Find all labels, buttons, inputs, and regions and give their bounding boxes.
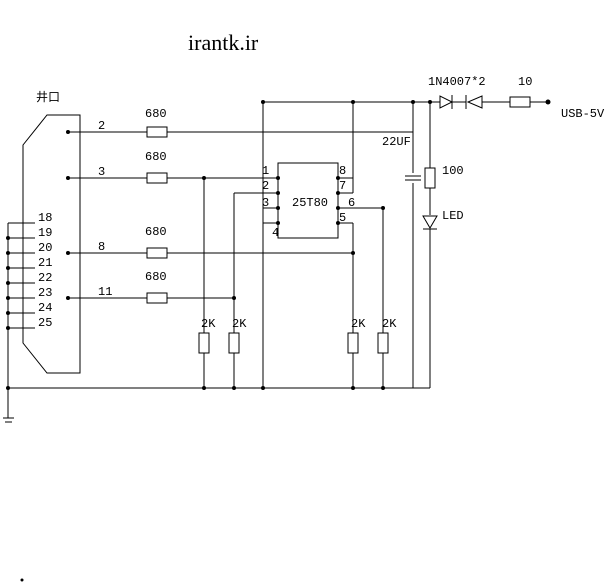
resistor-10-power xyxy=(509,96,531,108)
resistor-label-power: 10 xyxy=(518,75,532,89)
pin-11-label: 11 xyxy=(98,285,112,299)
ground-pin-24: 24 xyxy=(38,301,52,315)
chip-pin-1: 1 xyxy=(262,164,269,178)
ground-pin-21: 21 xyxy=(38,256,52,270)
ground-pin-25: 25 xyxy=(38,316,52,330)
resistor-100-led xyxy=(424,167,436,189)
chip-pin-8: 8 xyxy=(339,164,346,178)
ground-symbol xyxy=(3,417,14,423)
resistor-label-r1: 680 xyxy=(145,107,167,121)
chip-pin-5: 5 xyxy=(339,211,346,225)
chip-pin-4: 4 xyxy=(272,226,279,240)
diode-2-icon xyxy=(466,95,483,109)
resistor-680-pin8 xyxy=(146,247,168,259)
led-branch: 100 LED xyxy=(422,102,464,388)
site-title: irantk.ir xyxy=(188,30,259,55)
resistor-label-r4: 680 xyxy=(145,270,167,284)
pin-8-label: 8 xyxy=(98,240,105,254)
resistor-label-r2: 680 xyxy=(145,150,167,164)
resistor-2k-1 xyxy=(198,332,210,354)
chip-left-wiring xyxy=(261,100,278,390)
speck-dot xyxy=(20,578,24,582)
resistor-680-pin3 xyxy=(146,172,168,184)
resistor-680-pin2 xyxy=(146,126,168,138)
diode-1-icon xyxy=(439,95,454,109)
power-label: USB-5V xyxy=(561,107,605,121)
chip-pin-6: 6 xyxy=(348,196,355,210)
diode-label: 1N4007*2 xyxy=(428,75,486,89)
chip-25t80: 25T80 1 2 3 4 5 6 7 8 xyxy=(262,162,355,240)
chip-right-wiring xyxy=(338,100,385,333)
pin-2-label: 2 xyxy=(98,119,105,133)
pin-3-label: 3 xyxy=(98,165,105,179)
chip-pin-7: 7 xyxy=(339,179,346,193)
ground-pins: 18 19 20 21 22 23 24 25 xyxy=(6,211,52,418)
ground-pin-23: 23 xyxy=(38,286,52,300)
capacitor-label: 22UF xyxy=(382,135,411,149)
chip-pin-2: 2 xyxy=(262,179,269,193)
resistor-label-led: 100 xyxy=(442,164,464,178)
ground-pin-18: 18 xyxy=(38,211,52,225)
pin-3-net: 3 680 xyxy=(66,150,278,333)
pd-label-1: 2K xyxy=(201,317,216,331)
pin-11-net: 11 680 xyxy=(66,192,278,333)
led-icon xyxy=(422,215,438,229)
pull-down-resistors: 2K 2K 2K 2K xyxy=(198,317,397,390)
chip-pin-3: 3 xyxy=(262,196,269,210)
port-label: 井口 xyxy=(36,90,60,105)
resistor-2k-3 xyxy=(347,332,359,354)
pd-label-2: 2K xyxy=(232,317,247,331)
resistor-2k-2 xyxy=(228,332,240,354)
ground-pin-22: 22 xyxy=(38,271,52,285)
pin-2-net: 2 680 22UF xyxy=(66,102,421,388)
pd-label-4: 2K xyxy=(382,317,397,331)
led-label: LED xyxy=(442,209,464,223)
resistor-2k-4 xyxy=(377,332,389,354)
resistor-680-pin11 xyxy=(146,292,168,304)
chip-label: 25T80 xyxy=(292,196,328,210)
parallel-port-connector xyxy=(22,114,81,374)
ground-pin-19: 19 xyxy=(38,226,52,240)
power-rail: 1N4007*2 10 USB-5V xyxy=(263,75,605,121)
pin-8-net: 8 680 xyxy=(66,225,353,259)
resistor-label-r3: 680 xyxy=(145,225,167,239)
pd-label-3: 2K xyxy=(351,317,366,331)
ground-pin-20: 20 xyxy=(38,241,52,255)
